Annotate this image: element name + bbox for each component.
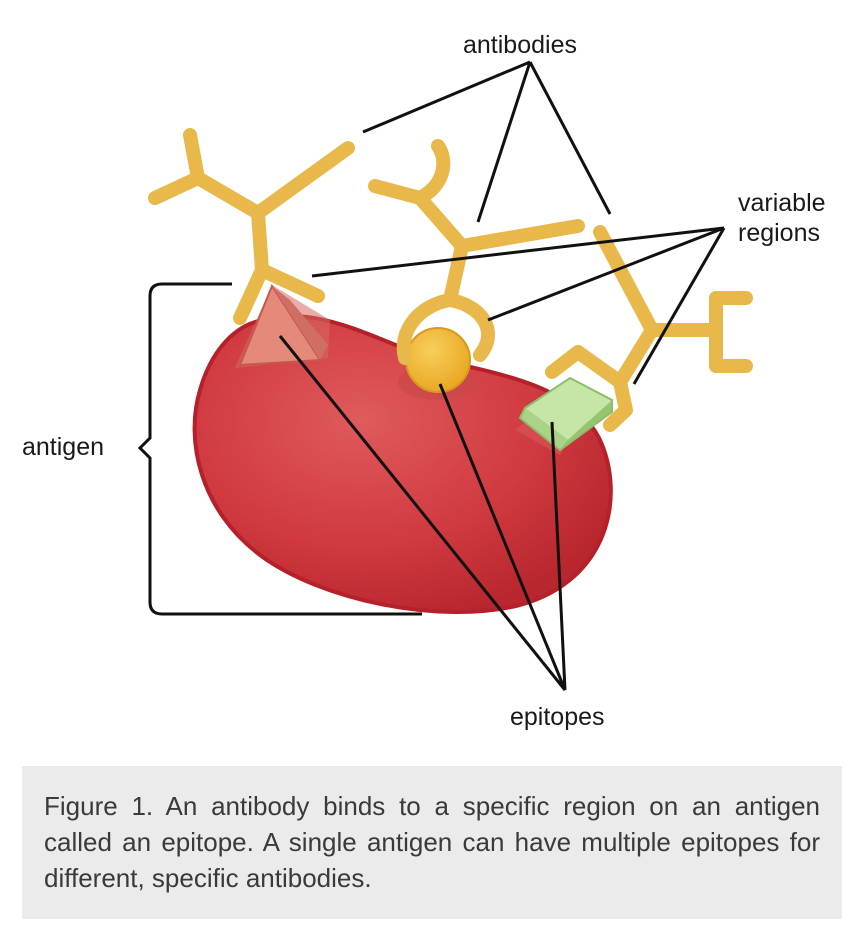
antibodies-leader-lines (362, 60, 612, 223)
variable-regions-leader-lines (311, 226, 726, 385)
epitope-circle (398, 327, 478, 400)
antibody-left (148, 128, 355, 325)
epitopes-label: epitopes (510, 703, 605, 731)
antigen-bracket (137, 282, 422, 616)
epitope-box (515, 376, 613, 455)
variable-regions-label-line2: regions (738, 219, 820, 247)
antibody-middle (368, 139, 585, 365)
figure-caption-box: Figure 1. An antibody binds to a specifi… (22, 766, 842, 919)
antibodies-label: antibodies (463, 31, 577, 59)
variable-regions-label: variable regions (738, 188, 826, 248)
antigen-label: antigen (22, 433, 105, 461)
figure-caption: Figure 1. An antibody binds to a specifi… (44, 791, 820, 893)
antibody-right (545, 225, 753, 432)
epitopes-leader-lines (278, 335, 567, 691)
variable-regions-label-line1: variable (738, 189, 826, 217)
antibody-antigen-diagram (137, 60, 753, 691)
epitope-triangle (235, 283, 330, 368)
